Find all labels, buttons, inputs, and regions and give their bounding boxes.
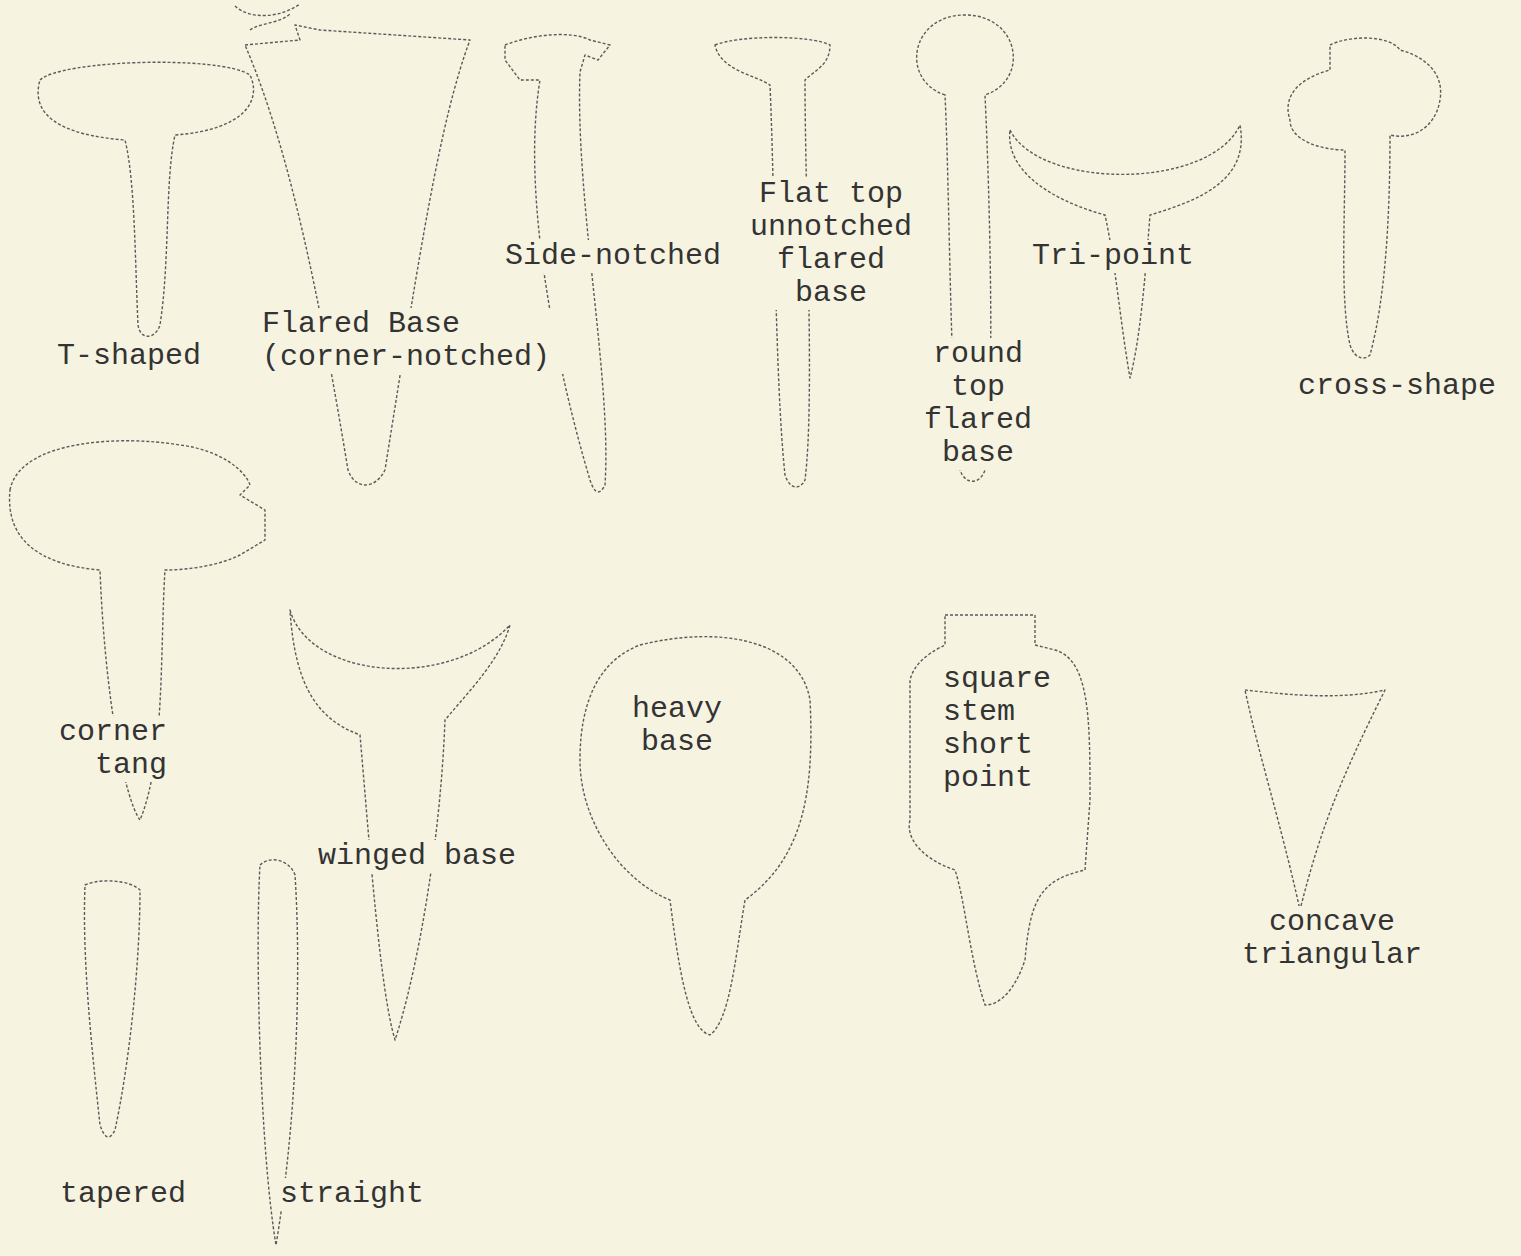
shape-label: tapered bbox=[58, 1178, 188, 1211]
shape-label: corner tang bbox=[53, 716, 169, 782]
shape-label: Tri-point bbox=[1030, 240, 1196, 273]
shape-label: square stem short point bbox=[941, 663, 1057, 795]
winged-base-outline bbox=[290, 610, 510, 1040]
heavy-base-outline bbox=[580, 637, 811, 1035]
shape-label: T-shaped bbox=[55, 340, 203, 373]
t-shaped-outline bbox=[38, 62, 253, 336]
shape-label: concave triangular bbox=[1238, 906, 1426, 972]
shape-label: cross-shape bbox=[1296, 370, 1498, 403]
flared-base-outline bbox=[245, 25, 470, 485]
tapered-outline bbox=[84, 881, 140, 1137]
shape-label: Side-notched bbox=[503, 240, 723, 273]
cross-shape-outline bbox=[1288, 38, 1441, 358]
shape-label: straight bbox=[278, 1178, 426, 1211]
shape-label: Flared Base (corner-notched) bbox=[260, 308, 574, 374]
shape-label: winged base bbox=[316, 840, 518, 873]
sketch-fragment bbox=[235, 4, 300, 30]
shape-label: heavy base bbox=[628, 693, 726, 759]
shape-label: Flat top unnotched flared base bbox=[746, 178, 916, 310]
corner-tang-outline bbox=[10, 441, 265, 820]
shape-label: round top flared base bbox=[920, 338, 1036, 470]
tri-point-outline bbox=[1010, 125, 1242, 378]
concave-triangular-outline bbox=[1245, 690, 1385, 910]
square-stem-outline bbox=[909, 615, 1090, 1005]
